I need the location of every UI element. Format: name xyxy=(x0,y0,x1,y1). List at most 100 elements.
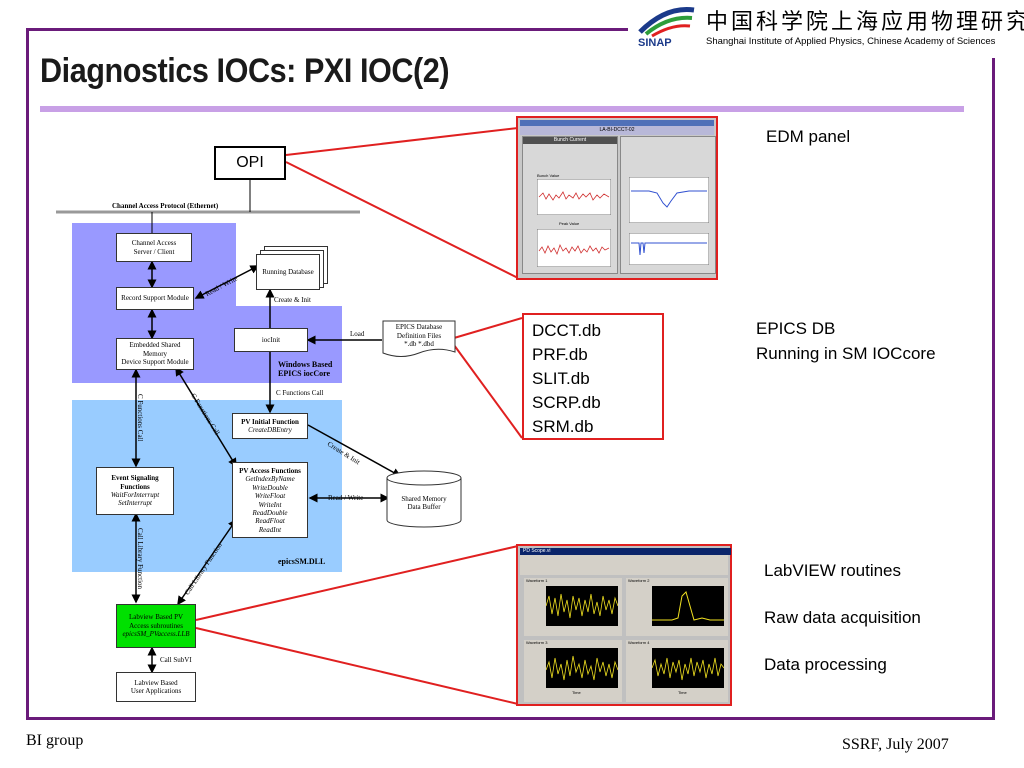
db-file: SCRP.db xyxy=(532,393,601,412)
labview-pv-line1: Labview Based PV xyxy=(128,613,184,622)
shared-mem-line1: Shared Memory xyxy=(401,494,447,503)
labview-note-1: LabVIEW routines xyxy=(764,561,902,580)
windows-line1: Windows Based xyxy=(278,360,333,369)
edm-graph3 xyxy=(629,177,709,223)
epics-files-line3: *.db *.dbd xyxy=(404,340,434,349)
c-functions-call-top: C Functions Call xyxy=(276,389,324,397)
logo-caption: SINAP xyxy=(638,37,672,49)
pv-access-box: PV Access Functions GetIndexByName Write… xyxy=(232,462,308,538)
edm-window-title: LA-BI-DCCT-02 xyxy=(520,126,714,135)
institute-name-en: Shanghai Institute of Applied Physics, C… xyxy=(706,36,996,47)
ca-server-line2: Server / Client xyxy=(133,247,175,256)
event-signaling-box: Event Signaling Functions WaitForInterru… xyxy=(96,467,174,515)
edm-graph4 xyxy=(629,233,709,265)
pv-init-title: PV Initial Function xyxy=(241,417,299,426)
lv-panel-3: Waveform 3 Time xyxy=(524,640,622,702)
epics-db-line1: EPICS DB xyxy=(756,319,836,338)
pv-init-sub: CreateDBEntry xyxy=(248,426,292,434)
event-title-line1: Event Signaling xyxy=(111,474,159,483)
labview-user-line1: Labview Based xyxy=(134,678,178,687)
pv-access-item: ReadInt xyxy=(258,525,282,534)
edm-graph2 xyxy=(537,229,611,267)
edm-panel-label: EDM panel xyxy=(766,127,851,146)
lv-panel-title: Waveform 4 xyxy=(628,640,650,645)
labview-pv-box: Labview Based PV Access subroutines epic… xyxy=(116,604,196,648)
event-title-line2: Functions xyxy=(120,482,150,491)
db-files-box: DCCT.db PRF.db SLIT.db SCRP.db SRM.db xyxy=(522,313,664,440)
footer-left: BI group xyxy=(26,732,84,749)
opi-label: OPI xyxy=(236,154,264,172)
pv-init-box: PV Initial Function CreateDBEntry xyxy=(232,413,308,439)
edm-graph2-title: Peak Value xyxy=(559,221,580,226)
edm-graph1 xyxy=(537,179,611,215)
edm-bunch-current-label: Bunch Current xyxy=(523,137,617,144)
db-file: SRM.db xyxy=(532,417,594,436)
pv-access-item: WriteDouble xyxy=(252,483,288,492)
labview-user-box: Labview Based User Applications xyxy=(116,672,196,702)
lv-xlabel: Time xyxy=(572,690,581,695)
edm-right-pane xyxy=(620,136,716,274)
labview-window-title: PD Scope.vi xyxy=(520,548,731,555)
lv-panel-title: Waveform 3 xyxy=(526,640,548,645)
edm-left-pane: Bunch Current Bunch Value Peak Value xyxy=(522,136,618,274)
labview-note-3: Data processing xyxy=(764,655,887,674)
embedded-line1: Embedded Shared Memory xyxy=(129,341,181,358)
call-library-left: Call Library Function xyxy=(136,528,144,590)
running-db-label: Running Database xyxy=(262,267,314,276)
running-db-box: Running Database xyxy=(256,254,320,290)
title-rule xyxy=(40,106,964,112)
ca-protocol-label: Channel Access Protocol (Ethernet) xyxy=(112,202,219,210)
load-label: Load xyxy=(350,330,365,338)
lv-graph-3 xyxy=(546,648,618,688)
ca-server-box: Channel Access Server / Client xyxy=(116,233,192,262)
edm-panel-image: LA-BI-DCCT-02 Bunch Current Bunch Value … xyxy=(516,116,718,280)
pv-access-item: ReadFloat xyxy=(255,517,285,526)
epicssm-dll-label: epicsSM.DLL xyxy=(278,557,326,566)
db-file: SLIT.db xyxy=(532,369,590,388)
labview-pv-line3: epicsSM_PVaccess.LLB xyxy=(122,630,190,639)
shared-mem-line2: Data Buffer xyxy=(407,503,441,511)
pv-access-title: PV Access Functions xyxy=(239,467,301,475)
pv-access-item: ReadDouble xyxy=(252,508,288,517)
institute-name-cn: 中国科学院上海应用物理研究所 xyxy=(706,10,1024,35)
slide-title: Diagnostics IOCs: PXI IOC(2) xyxy=(40,52,450,90)
record-support-label: Record Support Module xyxy=(121,294,189,303)
slide-frame xyxy=(26,28,995,720)
event-sub2: SetInterrupt xyxy=(118,499,152,508)
embedded-device-support-box: Embedded Shared Memory Device Support Mo… xyxy=(116,338,194,370)
lv-graph-1 xyxy=(546,586,618,626)
pv-access-item: WriteFloat xyxy=(254,492,286,501)
create-init-label-1: Create & Init xyxy=(274,296,311,304)
epics-files-line2: Definition Files xyxy=(396,331,442,340)
lv-xlabel: Time xyxy=(678,690,687,695)
edm-titlebar xyxy=(520,120,714,126)
ca-server-line1: Channel Access xyxy=(131,239,177,248)
embedded-line2: Device Support Module xyxy=(121,358,189,367)
labview-pv-line2: Access subroutines xyxy=(129,621,183,630)
event-sub1: WaitForInterrupt xyxy=(110,491,160,499)
labview-toolbar xyxy=(520,555,728,575)
lv-panel-4: Waveform 4 Time xyxy=(626,640,728,702)
labview-user-line2: User Applications xyxy=(130,687,182,695)
edm-graph1-title: Bunch Value xyxy=(537,173,560,178)
epics-db-line2: Running in SM IOCcore xyxy=(756,344,936,363)
c-functions-call-left: C Functions Call xyxy=(136,394,144,442)
lv-panel-title: Waveform 2 xyxy=(628,578,650,583)
lv-graph-4 xyxy=(652,648,724,688)
record-support-box: Record Support Module xyxy=(116,287,194,310)
lv-panel-2: Waveform 2 xyxy=(626,578,728,636)
lv-panel-title: Waveform 1 xyxy=(526,578,548,583)
logo-area xyxy=(628,0,1008,58)
read-write-label-2: Read / Write xyxy=(328,494,364,502)
sinap-logo-icon xyxy=(638,6,695,38)
labview-note-2: Raw data acquisition xyxy=(764,608,921,627)
epics-files-line1: EPICS Database xyxy=(395,323,443,332)
shared-memory-cylinder xyxy=(386,470,462,528)
epics-files-box: EPICS Database Definition Files *.db *.d… xyxy=(382,322,456,350)
footer-right: SSRF, July 2007 xyxy=(842,736,949,753)
pv-access-item: WriteInt xyxy=(258,500,282,509)
db-file: DCCT.db xyxy=(532,321,601,340)
windows-line2: EPICS iocCore xyxy=(278,369,331,378)
iocinit-box: iocInit xyxy=(234,328,308,352)
